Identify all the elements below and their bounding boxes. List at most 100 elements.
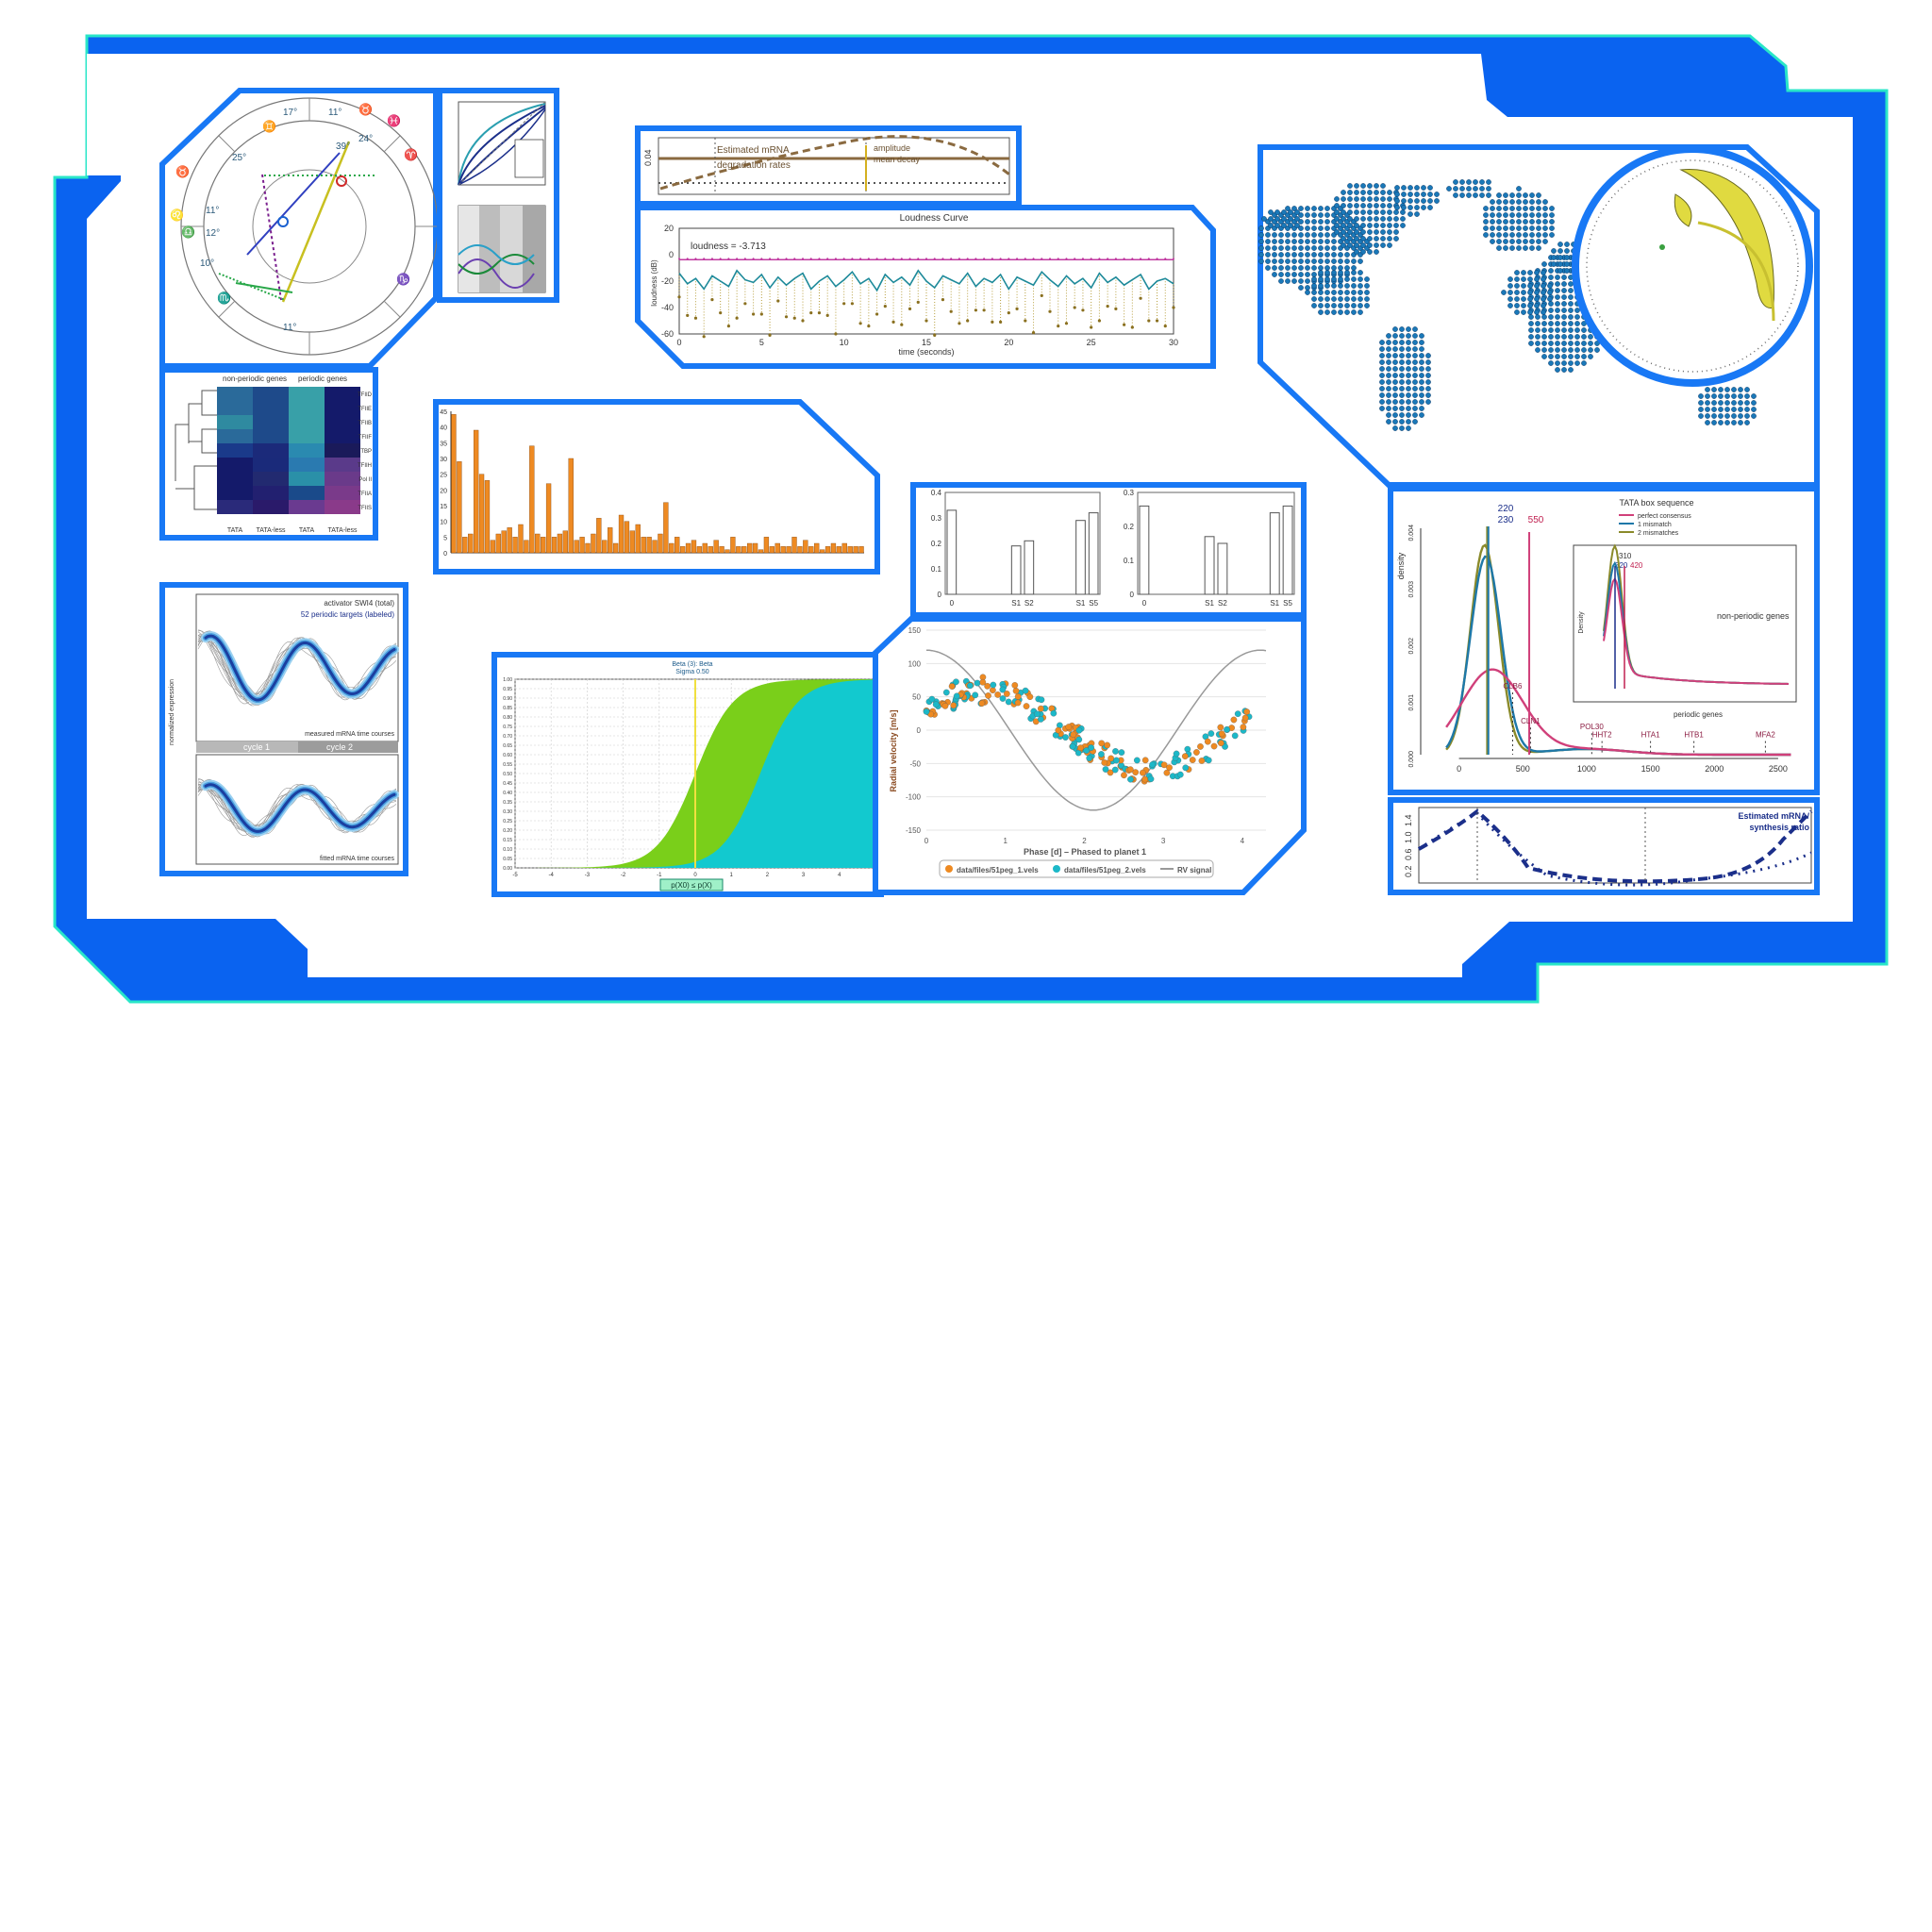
waves-measured: measured mRNA time courses xyxy=(305,731,394,738)
loudness-peak-point xyxy=(678,258,680,260)
map-dot xyxy=(1541,327,1547,333)
map-dot xyxy=(1379,366,1385,372)
map-dot xyxy=(1419,353,1424,358)
map-dot xyxy=(1258,239,1264,244)
map-dot xyxy=(1311,296,1317,302)
panel-bottom-curve: Estimated mRNA/ synthesis ratio 0.2 0.6 … xyxy=(1388,797,1820,895)
rv-y-tick: -150 xyxy=(906,826,922,835)
map-dot xyxy=(1406,406,1411,411)
map-dot xyxy=(1406,419,1411,425)
density-y-tick: 0.000 xyxy=(1408,751,1415,768)
loudness-min-point xyxy=(1007,311,1010,315)
inset-legend-2: 1 mismatch xyxy=(1638,522,1672,528)
map-dot xyxy=(1425,399,1431,405)
map-dot xyxy=(1527,276,1533,282)
map-dot xyxy=(1521,303,1526,308)
heatmap-cell xyxy=(253,500,289,514)
white-bars-x-tick: S1 xyxy=(1270,599,1279,608)
orange-bar xyxy=(803,540,808,554)
map-dot xyxy=(1548,321,1554,326)
map-dot xyxy=(1516,212,1522,218)
map-dot xyxy=(1392,366,1398,372)
waves-title-1: activator SWI4 (total) xyxy=(324,599,394,608)
white-bar xyxy=(1024,540,1035,595)
cdf-x-tick: 1 xyxy=(730,873,734,878)
map-dot xyxy=(1318,225,1324,231)
map-dot xyxy=(1507,296,1513,302)
map-dot xyxy=(1541,321,1547,326)
dashboard-stage: 17°11°24° 11°12°10° 25°11°39° ♌♎♉ ♓♈♑ ♊♉… xyxy=(53,34,1889,1004)
inset-ylabel: Density xyxy=(1578,611,1585,634)
cdf-x-tick: 0 xyxy=(693,873,697,878)
rv-point xyxy=(990,681,997,689)
map-dot xyxy=(1393,209,1399,215)
map-dot xyxy=(1374,216,1379,222)
loudness-min-point xyxy=(817,311,822,315)
map-dot xyxy=(1561,321,1567,326)
map-dot xyxy=(1364,276,1370,282)
heatmap-col-label: TATA-less xyxy=(327,527,358,534)
map-dot xyxy=(1285,245,1291,251)
map-dot xyxy=(1399,392,1405,398)
svg-text:♏: ♏ xyxy=(217,291,231,305)
cdf-y-tick: 0.20 xyxy=(503,828,512,834)
map-dot xyxy=(1341,236,1346,242)
loudness-peak-point xyxy=(686,258,689,260)
loudness-min-point xyxy=(1172,306,1175,309)
orange-bar xyxy=(608,527,613,554)
loudness-peak-point xyxy=(958,258,960,260)
map-dot xyxy=(1501,290,1507,295)
map-dot xyxy=(1285,206,1291,211)
map-dot xyxy=(1379,373,1385,378)
orange-bar xyxy=(658,533,663,554)
heatmap-row-label: TFIIS xyxy=(358,506,372,511)
map-dot xyxy=(1486,186,1491,192)
map-dot xyxy=(1453,186,1458,192)
map-dot xyxy=(1574,347,1580,353)
loudness-peak-point xyxy=(908,258,911,260)
rv-legend-2: data/files/51peg_2.vels xyxy=(1064,866,1146,874)
rv-point xyxy=(1231,732,1239,740)
map-dot xyxy=(1265,252,1271,258)
rv-point xyxy=(1077,744,1084,752)
loudness-peak-point xyxy=(736,258,739,260)
loudness-min-point xyxy=(883,305,887,308)
map-dot xyxy=(1564,261,1570,267)
map-dot xyxy=(1354,183,1359,189)
map-dot xyxy=(1534,296,1540,302)
map-dot xyxy=(1331,283,1337,289)
heatmap-cell xyxy=(217,472,253,486)
map-dot xyxy=(1305,272,1310,277)
map-dot xyxy=(1536,245,1541,251)
density-x-tick: 0 xyxy=(1457,764,1461,774)
loudness-peak-point xyxy=(892,258,895,260)
loudness-peak-point xyxy=(1114,258,1117,260)
orange-bar xyxy=(490,540,496,554)
map-dot xyxy=(1724,420,1730,425)
orange-y-tick: 10 xyxy=(440,520,447,526)
cdf-y-tick: 0.10 xyxy=(503,847,512,853)
map-dot xyxy=(1380,203,1386,208)
loudness-peak-point xyxy=(1090,258,1092,260)
map-dot xyxy=(1387,203,1392,208)
map-dot xyxy=(1561,360,1567,366)
map-dot xyxy=(1421,192,1426,197)
rv-point xyxy=(1140,769,1146,776)
map-dot xyxy=(1581,360,1587,366)
rv-point xyxy=(950,702,958,709)
svg-text:♉: ♉ xyxy=(358,103,373,116)
map-dot xyxy=(1360,242,1366,248)
map-dot xyxy=(1341,203,1346,208)
map-dot xyxy=(1291,272,1297,277)
map-dot xyxy=(1496,199,1502,205)
map-dot xyxy=(1523,199,1528,205)
map-dot xyxy=(1731,400,1737,406)
orange-bar xyxy=(507,527,512,554)
map-dot xyxy=(1305,258,1310,264)
rv-point xyxy=(1132,769,1140,775)
orange-bar xyxy=(719,546,724,554)
loudness-min-point xyxy=(1048,309,1052,313)
map-dot xyxy=(1318,265,1324,271)
